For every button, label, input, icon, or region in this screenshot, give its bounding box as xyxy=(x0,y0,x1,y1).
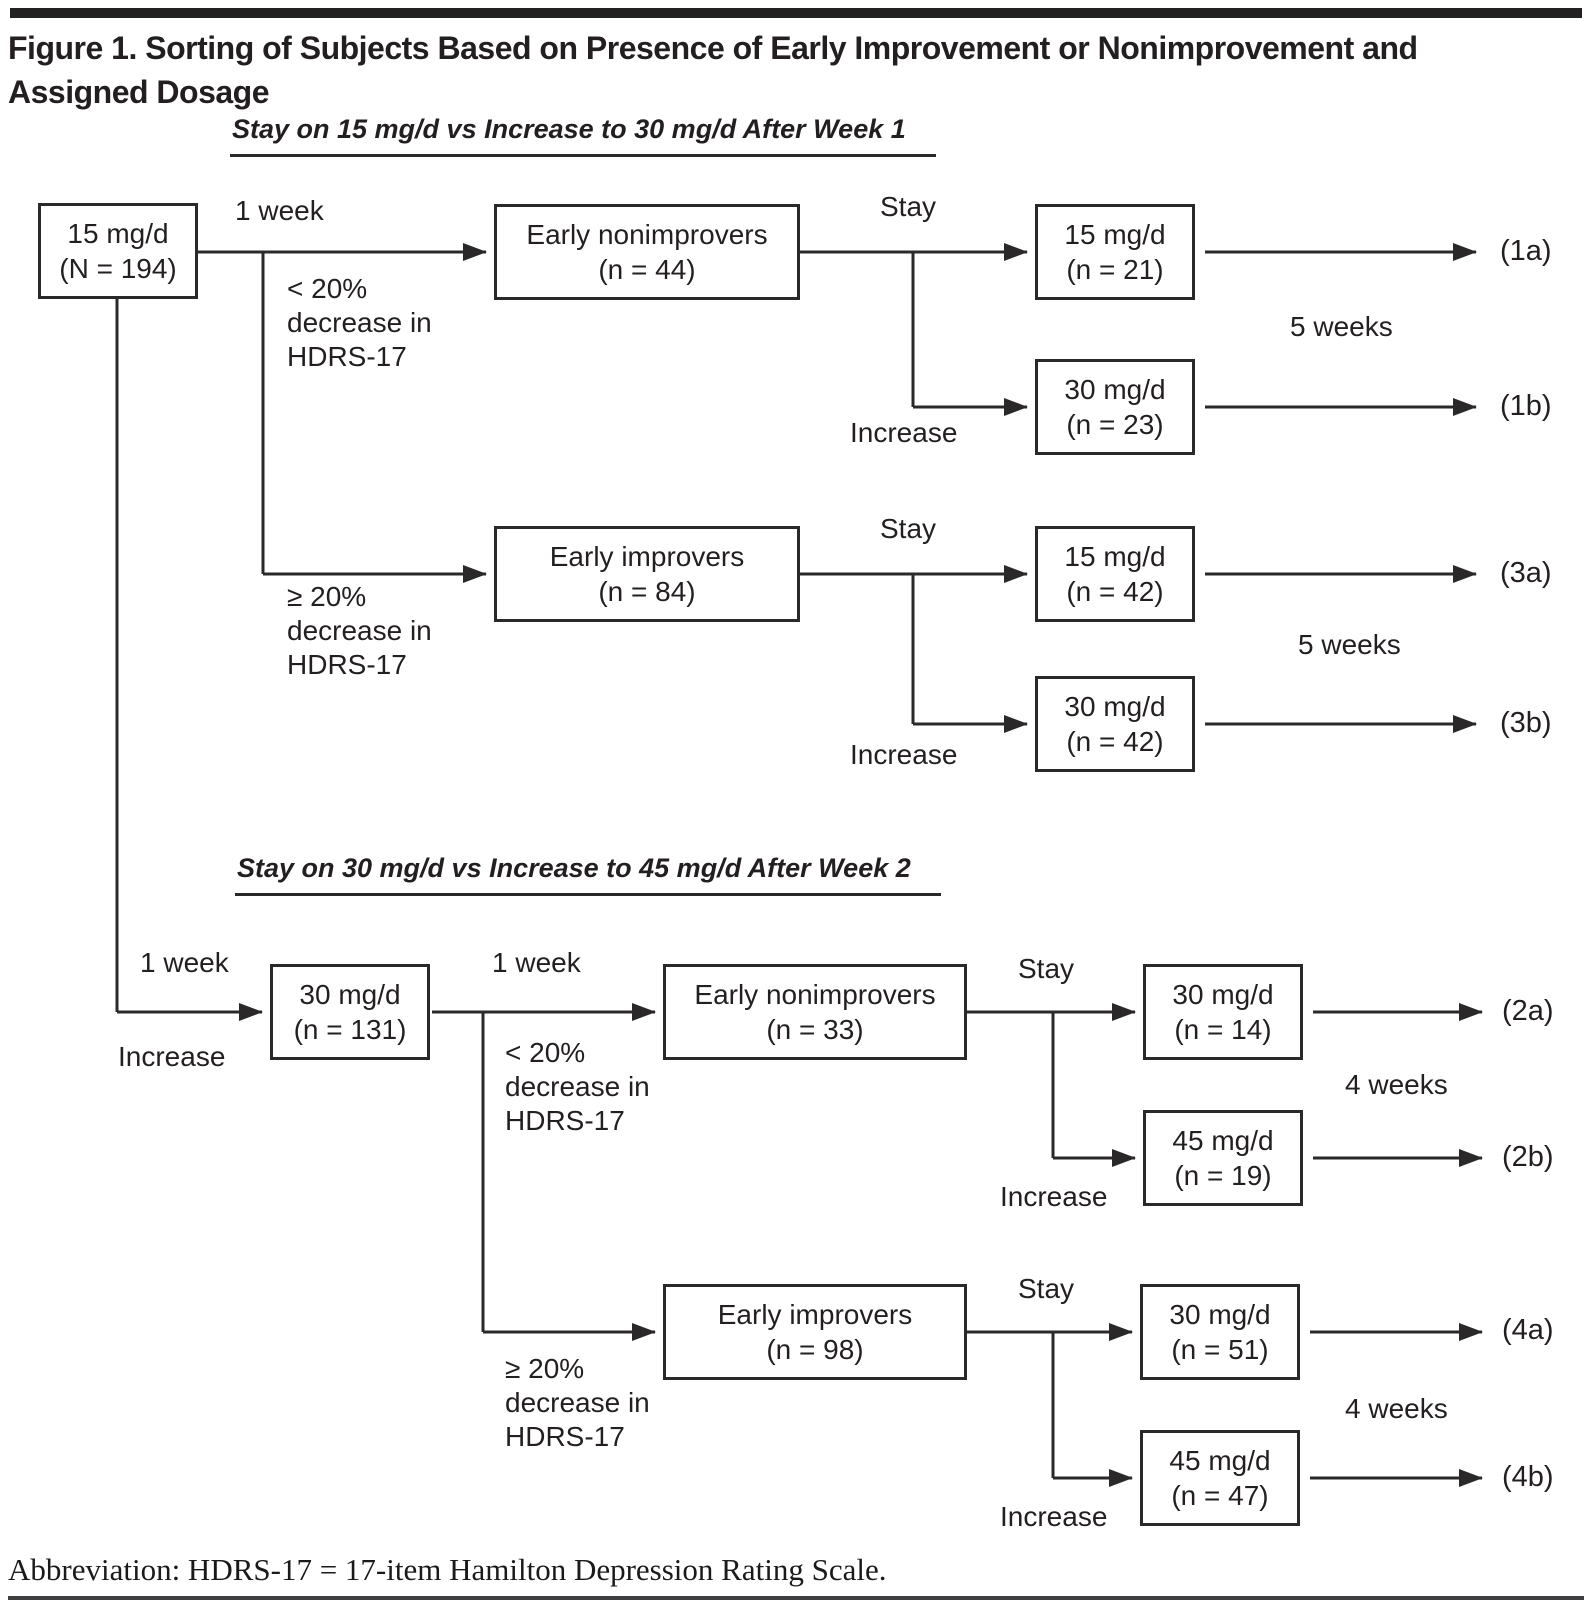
start-box-dose: 15 mg/d xyxy=(67,218,169,249)
section1-week-label: 1 week xyxy=(235,195,324,226)
dose-box-2a: 30 mg/d (n = 14) xyxy=(1143,964,1303,1060)
dose-n: (n = 21) xyxy=(1066,254,1164,285)
figure-title-line1: Figure 1. Sorting of Subjects Based on P… xyxy=(8,30,1418,66)
section2-entry-increase-label: Increase xyxy=(118,1041,226,1072)
dose-box-4b: 45 mg/d (n = 47) xyxy=(1140,1430,1300,1526)
criteria-line: HDRS-17 xyxy=(505,1421,625,1452)
bottom-rule xyxy=(8,1596,1584,1600)
start-box: 15 mg/d (N = 194) xyxy=(38,203,198,299)
top-rule xyxy=(10,8,1582,18)
section2-improve-criteria: ≥ 20% decrease in HDRS-17 xyxy=(505,1352,650,1454)
section1-nonimprove-criteria: < 20% decrease in HDRS-17 xyxy=(287,272,432,374)
section2-entry-week-label: 1 week xyxy=(140,947,229,978)
dose-n: (n = 42) xyxy=(1066,576,1164,607)
outcome-label-4b: (4b) xyxy=(1502,1461,1554,1493)
dose: 30 mg/d xyxy=(1064,374,1166,405)
group-label: Early nonimprovers xyxy=(694,979,936,1010)
increase-label-4: Increase xyxy=(1000,1501,1108,1532)
criteria-line: HDRS-17 xyxy=(505,1105,625,1136)
dose: 30 mg/d xyxy=(1064,691,1166,722)
criteria-line: HDRS-17 xyxy=(287,649,407,680)
section1-improve-criteria: ≥ 20% decrease in HDRS-17 xyxy=(287,580,432,682)
start-box-n: (N = 194) xyxy=(59,253,177,284)
outcome-label-3a: (3a) xyxy=(1500,557,1552,589)
dose: 30 mg/d xyxy=(299,979,401,1010)
dose: 15 mg/d xyxy=(1064,541,1166,572)
outcome-label-4a: (4a) xyxy=(1502,1314,1554,1346)
section2-nonimprove-criteria: < 20% decrease in HDRS-17 xyxy=(505,1036,650,1138)
stay-label-3: Stay xyxy=(880,513,937,544)
criteria-line: decrease in xyxy=(287,615,432,646)
dose-n: (n = 47) xyxy=(1171,1480,1269,1511)
early-nonimprovers-week2-box: Early nonimprovers (n = 33) xyxy=(663,964,967,1060)
figure-title: Figure 1. Sorting of Subjects Based on P… xyxy=(8,26,1418,114)
duration-label-3: 5 weeks xyxy=(1298,629,1401,660)
increase-label-3: Increase xyxy=(850,739,958,770)
dose: 45 mg/d xyxy=(1172,1125,1274,1156)
dose-n: (n = 51) xyxy=(1171,1334,1269,1365)
dose-n: (n = 23) xyxy=(1066,409,1164,440)
early-improvers-week2-box: Early improvers (n = 98) xyxy=(663,1284,967,1380)
dose-n: (n = 42) xyxy=(1066,726,1164,757)
dose-box-2b: 45 mg/d (n = 19) xyxy=(1143,1110,1303,1206)
section1-header: Stay on 15 mg/d vs Increase to 30 mg/d A… xyxy=(230,114,936,157)
outcome-label-1b: (1b) xyxy=(1500,390,1552,422)
criteria-line: HDRS-17 xyxy=(287,341,407,372)
stay-label-4: Stay xyxy=(1018,1273,1075,1304)
group-n: (n = 33) xyxy=(766,1014,864,1045)
group-label: Early improvers xyxy=(717,1299,913,1330)
dose-box-1b: 30 mg/d (n = 23) xyxy=(1035,359,1195,455)
abbreviation-note: Abbreviation: HDRS-17 = 17-item Hamilton… xyxy=(8,1552,887,1587)
dose-box-30mg-start: 30 mg/d (n = 131) xyxy=(270,964,430,1060)
criteria-line: < 20% xyxy=(505,1037,586,1068)
criteria-line: < 20% xyxy=(287,273,368,304)
duration-label-1: 5 weeks xyxy=(1290,311,1393,342)
group-label: Early improvers xyxy=(549,541,745,572)
criteria-line: decrease in xyxy=(505,1387,650,1418)
outcome-label-2b: (2b) xyxy=(1502,1141,1554,1173)
outcome-label-1a: (1a) xyxy=(1500,235,1552,267)
dose: 30 mg/d xyxy=(1172,979,1274,1010)
criteria-line: ≥ 20% xyxy=(287,581,367,612)
dose: 45 mg/d xyxy=(1169,1445,1271,1476)
group-n: (n = 84) xyxy=(598,576,696,607)
early-improvers-week1-box: Early improvers (n = 84) xyxy=(494,526,800,622)
dose: 30 mg/d xyxy=(1169,1299,1271,1330)
criteria-line: decrease in xyxy=(505,1071,650,1102)
figure-title-line2: Assigned Dosage xyxy=(8,74,270,110)
group-label: Early nonimprovers xyxy=(526,219,768,250)
dose-box-3b: 30 mg/d (n = 42) xyxy=(1035,676,1195,772)
outcome-label-3b: (3b) xyxy=(1500,707,1552,739)
stay-label-1: Stay xyxy=(880,191,937,222)
criteria-line: ≥ 20% xyxy=(505,1353,585,1384)
section2-week-label: 1 week xyxy=(492,947,581,978)
group-n: (n = 44) xyxy=(598,254,696,285)
outcome-label-2a: (2a) xyxy=(1502,995,1554,1027)
dose-box-1a: 15 mg/d (n = 21) xyxy=(1035,204,1195,300)
increase-label-1: Increase xyxy=(850,417,958,448)
dose-box-3a: 15 mg/d (n = 42) xyxy=(1035,526,1195,622)
dose-n: (n = 131) xyxy=(293,1014,407,1045)
early-nonimprovers-week1-box: Early nonimprovers (n = 44) xyxy=(494,204,800,300)
dose-n: (n = 14) xyxy=(1174,1014,1272,1045)
criteria-line: decrease in xyxy=(287,307,432,338)
dose-box-4a: 30 mg/d (n = 51) xyxy=(1140,1284,1300,1380)
dose: 15 mg/d xyxy=(1064,219,1166,250)
duration-label-2: 4 weeks xyxy=(1345,1069,1448,1100)
dose-n: (n = 19) xyxy=(1174,1160,1272,1191)
group-n: (n = 98) xyxy=(766,1334,864,1365)
stay-label-2: Stay xyxy=(1018,953,1075,984)
duration-label-4: 4 weeks xyxy=(1345,1393,1448,1424)
section2-header: Stay on 30 mg/d vs Increase to 45 mg/d A… xyxy=(235,853,941,896)
increase-label-2: Increase xyxy=(1000,1181,1108,1212)
